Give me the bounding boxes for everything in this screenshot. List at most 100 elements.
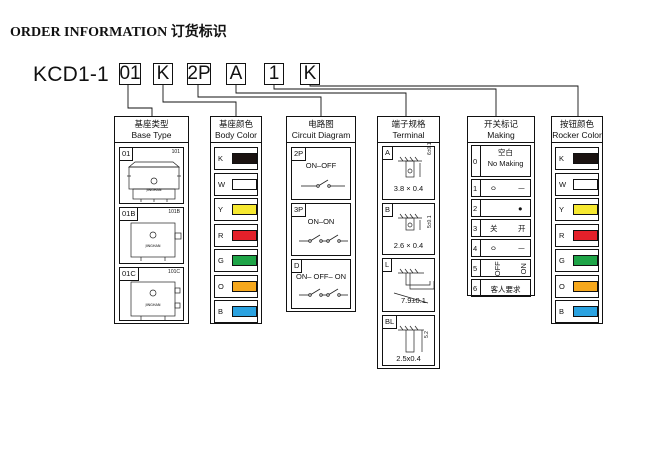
making-symbol-left: ㅇ [490, 244, 497, 253]
item-code: 4 [473, 244, 478, 253]
item-code: A [383, 147, 394, 160]
making-row-divider [480, 180, 481, 196]
making-row-divider [480, 280, 481, 296]
body-color-swatch [232, 153, 257, 164]
making-row-divider [480, 200, 481, 216]
base-101c-drawing-icon: JINGHAN [130, 281, 181, 320]
circuit-item: 3P ON–ON [291, 203, 351, 256]
body-color-swatch [232, 255, 257, 266]
item-code: Y [559, 205, 565, 214]
item-code: D [292, 260, 303, 273]
making-row: 2● [471, 199, 531, 217]
svg-text:JINGHAN: JINGHAN [145, 188, 161, 192]
rocker-color-swatch [573, 204, 598, 215]
terminal-dim: 2.5x0.4 [396, 354, 421, 363]
body-color-row: O [214, 274, 258, 298]
making-text-en: No Making [487, 159, 524, 168]
terminal-item: L 7.9±0.1 [382, 258, 435, 312]
making-text: 客人要求 [490, 285, 521, 294]
code-box-making: 1 [264, 63, 284, 85]
body-color-row: W [214, 172, 258, 196]
item-code: 1 [473, 184, 478, 193]
making-text: 空白 [498, 148, 513, 157]
making-row: 4 ㅇ ㅡ [471, 239, 531, 257]
code-box-rocker-color: K [300, 63, 320, 85]
making-row-divider [480, 240, 481, 256]
connector-body-color [162, 85, 237, 116]
making-row-divider [480, 260, 481, 276]
item-code: 6 [473, 284, 478, 293]
base-type-item: 01B 101B JINGHAN [119, 207, 184, 264]
item-label: 101B [168, 209, 180, 215]
item-code: 01C [120, 268, 139, 281]
item-code: G [559, 256, 565, 265]
making-symbol-left: OFF [492, 261, 502, 277]
rocker-color-swatch [573, 306, 598, 317]
item-code: W [559, 179, 567, 189]
terminal-side-dim: 6±0.1 [427, 142, 433, 155]
body-color-swatch [232, 204, 257, 215]
rocker-color-swatch [573, 280, 598, 292]
rocker-color-row: R [555, 223, 599, 247]
svg-text:JINGHAN: JINGHAN [144, 303, 160, 307]
making-row: 6 客人要求 [471, 279, 531, 297]
item-code: 0 [473, 157, 478, 166]
rocker-color-row: G [555, 249, 599, 272]
switch-on-off-icon [301, 179, 345, 188]
item-code: Y [218, 205, 224, 214]
item-code: 2P [292, 148, 307, 161]
item-label: 101 [171, 149, 180, 155]
item-code: 3 [473, 224, 478, 233]
rocker-color-swatch [573, 229, 598, 241]
terminal-item: B 5±0.1 2.6 × 0.4 [382, 203, 435, 255]
connector-circuit [197, 85, 322, 116]
terminal-a-drawing-icon [398, 156, 422, 178]
item-code: 01B [120, 208, 139, 221]
base-type-item: 01 101 JINGHAN [119, 147, 184, 204]
circuit-label: ON– OFF– ON [295, 272, 346, 281]
body-color-swatch [232, 178, 257, 190]
switch-on-on-icon [299, 234, 348, 243]
rocker-color-row: Y [555, 198, 599, 221]
base-type-item: 01C 101C JINGHAN [119, 267, 184, 321]
connector-terminal [235, 85, 407, 116]
body-color-swatch [232, 229, 257, 241]
making-symbol-right: ON [518, 263, 528, 275]
body-color-row: G [214, 249, 258, 272]
body-color-swatch [232, 280, 257, 292]
item-code: B [383, 204, 394, 217]
item-code: B [559, 307, 565, 316]
body-color-row: B [214, 300, 258, 323]
item-code: R [218, 230, 224, 240]
making-symbol-right: ㅡ [518, 244, 525, 253]
terminal-dim: 7.9±0.1 [401, 296, 426, 305]
rocker-color-swatch [573, 255, 598, 266]
rocker-color-row: K [555, 147, 599, 170]
item-code: K [218, 154, 224, 163]
code-box-body-color: K [153, 63, 173, 85]
item-code: 2 [473, 204, 478, 213]
terminal-side-dim: 5.2 [424, 331, 430, 338]
rocker-color-row: B [555, 300, 599, 323]
item-code: G [218, 256, 224, 265]
terminal-dim: 3.8 × 0.4 [393, 184, 424, 193]
item-code: B [218, 307, 224, 316]
item-code: 3P [292, 204, 307, 217]
making-symbol-right: ● [518, 204, 523, 213]
making-row-divider [480, 146, 481, 176]
terminal-item: A 6±0.1 3.8 × 0.4 [382, 142, 435, 200]
item-code: O [218, 281, 224, 291]
body-color-row: K [214, 147, 258, 170]
terminal-l-drawing-icon [393, 268, 435, 304]
body-color-swatch [232, 306, 257, 317]
making-symbol-right: ㅡ [518, 184, 525, 193]
circuit-item: D ON– OFF– ON [291, 259, 351, 309]
